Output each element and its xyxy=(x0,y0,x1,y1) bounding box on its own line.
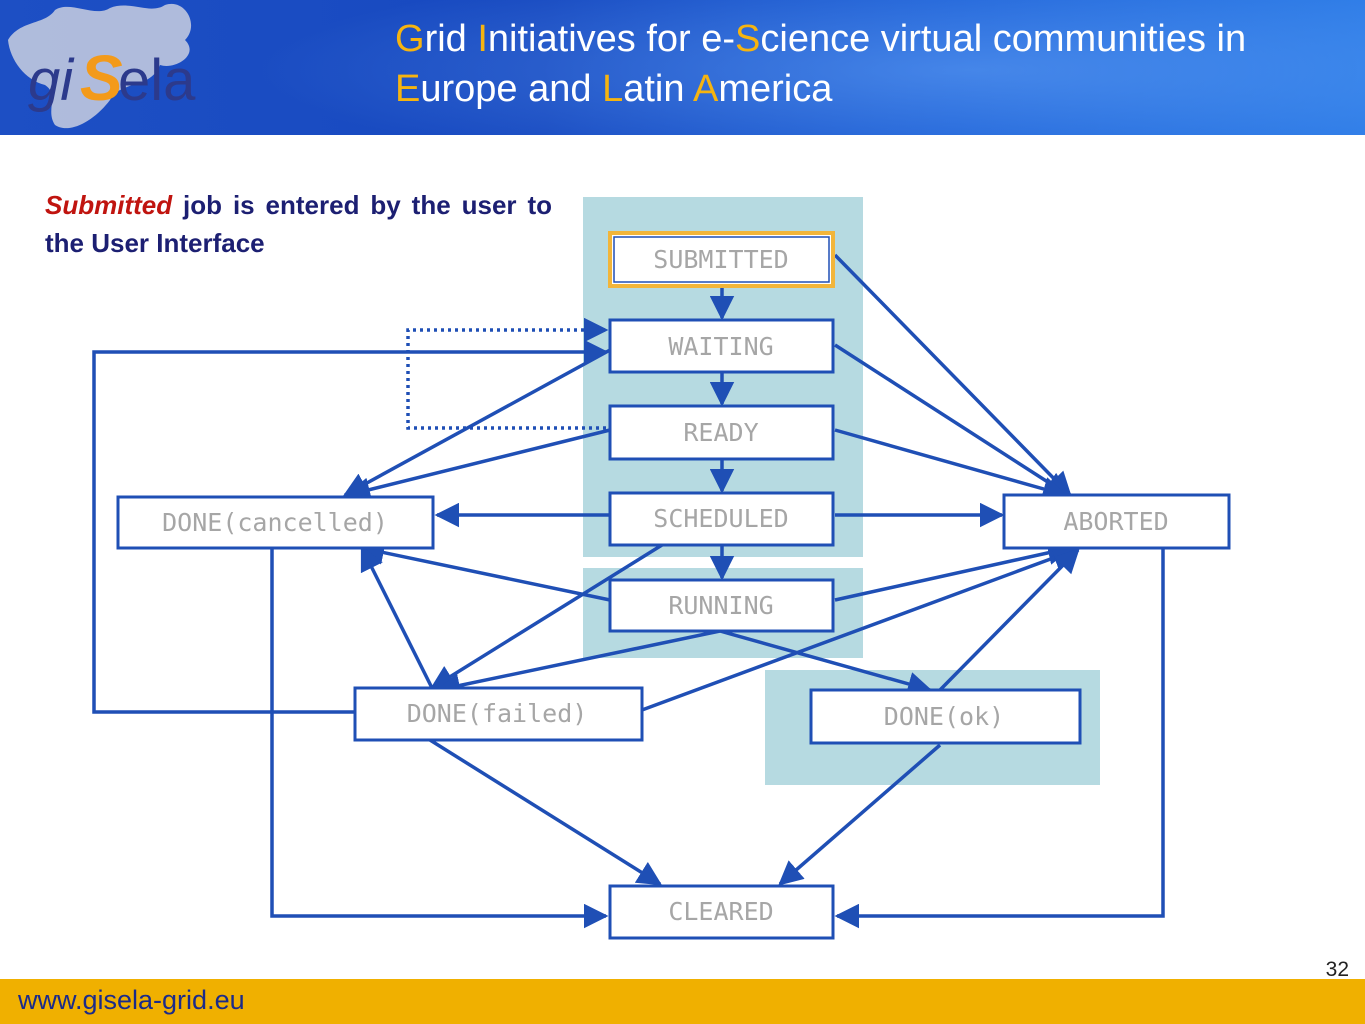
state-cleared-box xyxy=(608,884,835,940)
state-waiting: WAITING xyxy=(668,332,773,361)
edge-failed-waiting xyxy=(92,339,609,714)
header-glow xyxy=(250,0,1365,135)
footer-url[interactable]: www.gisela-grid.eu xyxy=(18,985,245,1015)
state-submitted-box xyxy=(608,231,835,288)
state-done-failed: DONE(failed) xyxy=(407,699,588,728)
edge-ok-cleared xyxy=(778,743,942,886)
edge-failed-cancelled xyxy=(360,545,434,689)
state-done-failed-box xyxy=(353,686,644,742)
state-done-ok: DONE(ok) xyxy=(884,702,1004,731)
title-text-segment: nitiatives for e- xyxy=(487,18,736,60)
edge-waiting-cancelled xyxy=(342,348,611,497)
title-text-segment: urope and xyxy=(420,68,603,110)
state-running: RUNNING xyxy=(668,591,773,620)
edge-failed-cleared xyxy=(429,738,663,886)
state-submitted: SUBMITTED xyxy=(653,245,788,274)
title-text-segment: atin xyxy=(623,68,693,110)
state-done-ok-box xyxy=(809,688,1082,745)
title-initial-letter: A xyxy=(692,68,719,110)
state-done-cancelled: DONE(cancelled) xyxy=(162,508,388,537)
edge-ready-waiting-dotted xyxy=(406,317,609,430)
edge-ready-aborted xyxy=(834,428,1068,501)
edge-running-ok xyxy=(719,629,933,696)
state-scheduled-box xyxy=(608,491,835,547)
gisela-logo: gi S ela xyxy=(8,3,196,129)
state-cleared: CLEARED xyxy=(668,897,773,926)
edge-aborted-cleared xyxy=(834,548,1165,929)
state-waiting-box xyxy=(608,318,835,374)
edge-submitted-aborted xyxy=(833,253,1072,497)
edge-cancelled-cleared xyxy=(270,548,609,929)
edge-ready-cancelled xyxy=(345,428,611,502)
title-text-segment: cience virtual communities in xyxy=(760,18,1247,60)
title-text-segment: rid xyxy=(424,18,478,60)
title-initial-letter: G xyxy=(395,18,425,60)
edge-running-aborted xyxy=(834,540,1073,602)
page-number: 32 xyxy=(1325,958,1349,981)
edge-failed-aborted xyxy=(641,546,1078,712)
svg-text:gi: gi xyxy=(28,48,75,113)
state-aborted-box xyxy=(1002,493,1231,550)
title-initial-letter: I xyxy=(477,18,488,60)
state-ready: READY xyxy=(683,418,758,447)
caption-rest: job is entered by the user to the User I… xyxy=(45,190,552,258)
svg-text:S: S xyxy=(80,42,123,114)
edge-running-cancelled xyxy=(359,540,611,602)
svg-text:ela: ela xyxy=(118,48,196,113)
caption-emphasis: Submitted xyxy=(45,190,173,220)
state-running-box xyxy=(608,578,835,633)
header-banner: gi S ela Grid Initiatives for e-Science … xyxy=(0,0,1365,135)
page-title: Grid Initiatives for e-Science virtual c… xyxy=(395,14,1345,114)
state-aborted: ABORTED xyxy=(1063,507,1168,536)
title-initial-letter: S xyxy=(735,18,761,60)
title-text-segment: merica xyxy=(718,68,833,110)
edge-ok-aborted xyxy=(938,548,1080,692)
state-done-cancelled-box xyxy=(116,495,435,550)
title-initial-letter: E xyxy=(395,68,421,110)
edge-running-failed xyxy=(435,629,721,698)
state-ready-box xyxy=(608,404,835,461)
state-scheduled: SCHEDULED xyxy=(653,504,788,533)
footer-bar xyxy=(0,979,1365,1024)
edge-scheduled-failed xyxy=(429,543,663,690)
edge-waiting-aborted xyxy=(834,343,1071,497)
title-initial-letter: L xyxy=(602,68,624,110)
caption-text: Submitted job is entered by the user to … xyxy=(45,186,552,262)
